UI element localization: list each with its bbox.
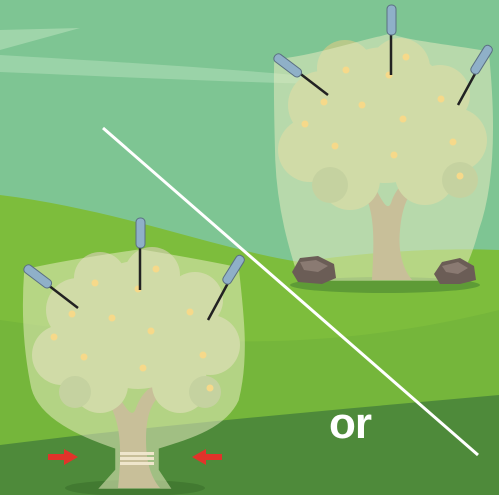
rope-tie-icon bbox=[120, 452, 154, 465]
or-label: or bbox=[329, 402, 371, 446]
net-icon bbox=[275, 34, 493, 280]
